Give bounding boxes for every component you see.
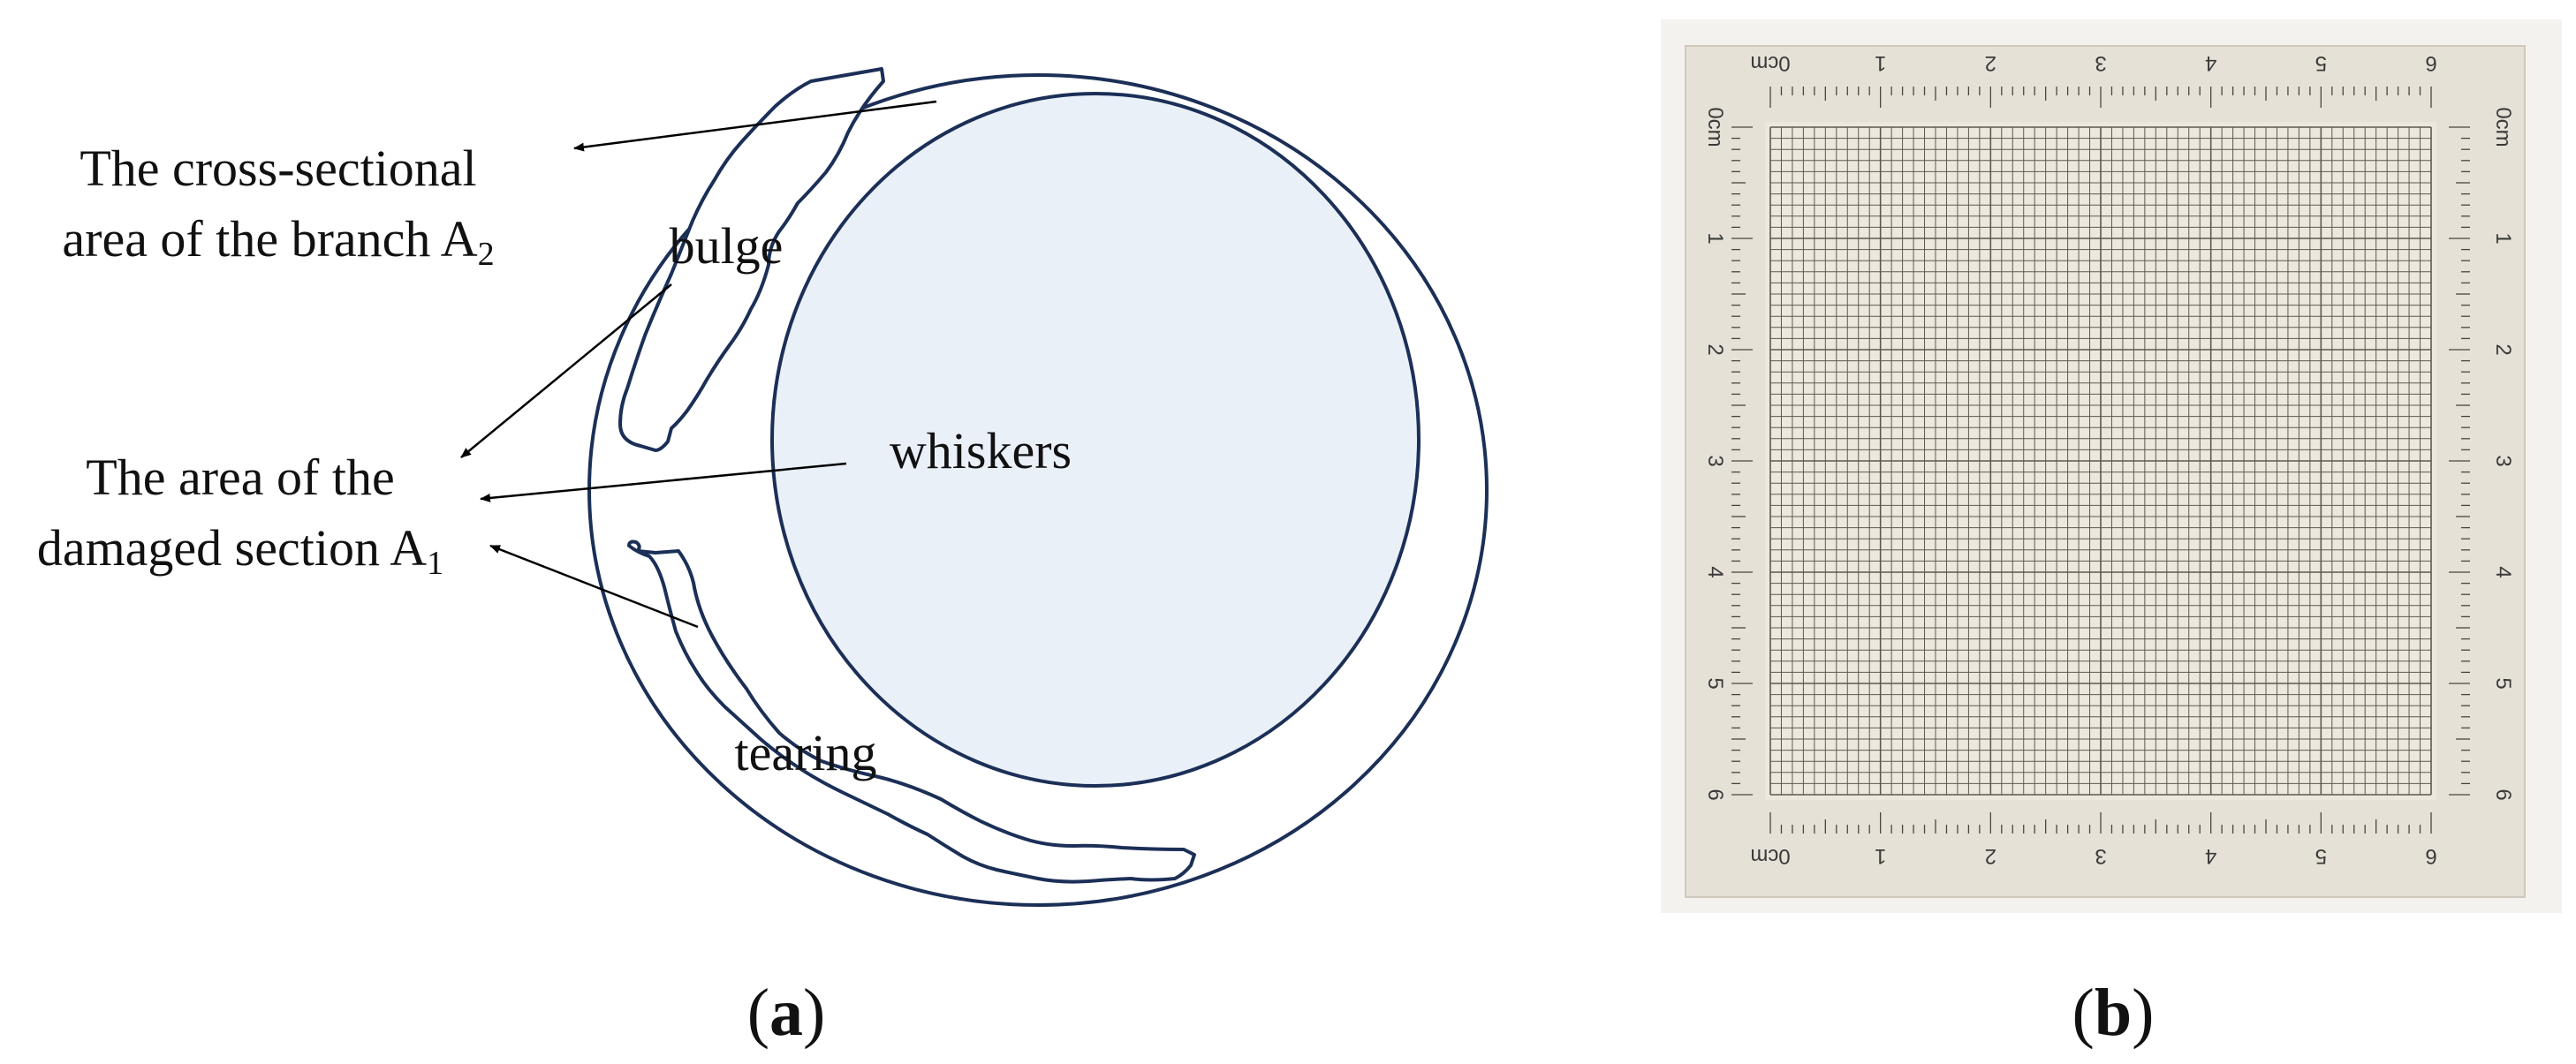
ruler-number-bottom: 6	[2425, 844, 2436, 868]
panel-b-label: (b)	[2072, 976, 2155, 1050]
ruler-number-bottom: 1	[1875, 844, 1886, 868]
ruler-number-right: 0cm	[2491, 107, 2515, 147]
label-cross-section-line2-main: area of the branch A	[62, 210, 477, 268]
ruler-number-bottom: 5	[2315, 844, 2327, 868]
panel-a-diagram: The cross-sectional area of the branch A…	[37, 67, 1489, 1050]
ruler-number-bottom: 4	[2205, 844, 2216, 868]
ruler-number-bottom: 3	[2095, 844, 2106, 868]
ruler-number-bottom: 2	[1985, 844, 1996, 868]
ruler-number-left: 2	[1703, 343, 1727, 355]
ruler-number-left: 5	[1703, 677, 1727, 689]
ruler-number-right: 4	[2491, 566, 2515, 577]
ruler-number-right: 3	[2491, 455, 2515, 466]
tearing-region	[627, 540, 1196, 884]
grid-lines	[1769, 126, 2432, 796]
arrow-tearing	[489, 544, 699, 629]
ruler-number-left: 1	[1703, 232, 1727, 244]
panel-b-label-open: (	[2072, 976, 2095, 1050]
ruler-number-top: 1	[1875, 51, 1886, 75]
whiskers-inner-circle	[770, 92, 1421, 788]
ruler-number-left: 3	[1703, 455, 1727, 466]
panel-b-grid-photo: 0cm 0cm 0cm 0cm 1 1 1 1 2 2 2 2 3 3 3 3 4 4 4 4 5 5 5 5 6 6 6 6 (b)	[1661, 19, 2562, 1050]
ruler-number-right: 6	[2491, 789, 2515, 800]
ruler-ticks	[1731, 87, 2470, 834]
ruler-number-top: 4	[2205, 51, 2216, 75]
label-damaged-subscript: 1	[427, 545, 443, 582]
label-cross-section-line2: area of the branch A2	[62, 210, 494, 273]
panel-a-label-letter: a	[769, 976, 803, 1050]
ruler-number-left: 4	[1703, 566, 1727, 577]
arrow-whiskers	[480, 462, 847, 502]
label-whiskers: whiskers	[890, 422, 1072, 479]
arrow-cross-section	[573, 100, 937, 152]
ruler-number-right: 1	[2491, 232, 2515, 244]
ruler-number-right: 5	[2491, 677, 2515, 689]
panel-a-label-open: (	[747, 976, 769, 1050]
panel-a-label-close: )	[803, 976, 825, 1050]
ruler-number-left: 6	[1703, 789, 1727, 800]
bulge-region	[618, 67, 885, 452]
label-cross-section-subscript: 2	[478, 236, 495, 273]
label-damaged-line2: damaged section A1	[37, 519, 443, 582]
ruler-number-top: 6	[2425, 51, 2436, 75]
ruler-number-top: 2	[1985, 51, 1996, 75]
ruler-number-top: 3	[2095, 51, 2106, 75]
panel-b-label-letter: b	[2095, 976, 2132, 1050]
ruler-number-left: 0cm	[1703, 107, 1727, 147]
arrow-bulge	[460, 283, 672, 458]
ruler-number-bottom: 0cm	[1750, 844, 1790, 868]
label-bulge: bulge	[670, 217, 784, 275]
panel-a-label: (a)	[747, 976, 826, 1050]
panel-b-label-close: )	[2132, 976, 2154, 1050]
label-damaged-line1: The area of the	[86, 449, 394, 506]
ruler-number-top: 5	[2315, 51, 2327, 75]
ruler-number-right: 2	[2491, 343, 2515, 355]
ruler-numbers: 0cm 0cm 0cm 0cm 1 1 1 1 2 2 2 2 3 3 3 3 4 4 4 4 5 5 5 5 6 6 6 6	[1703, 51, 2515, 868]
label-tearing: tearing	[734, 724, 876, 781]
ruler-number-top: 0cm	[1750, 51, 1790, 75]
label-cross-section-line1: The cross-sectional	[80, 140, 476, 197]
label-damaged-line2-main: damaged section A	[37, 519, 427, 577]
